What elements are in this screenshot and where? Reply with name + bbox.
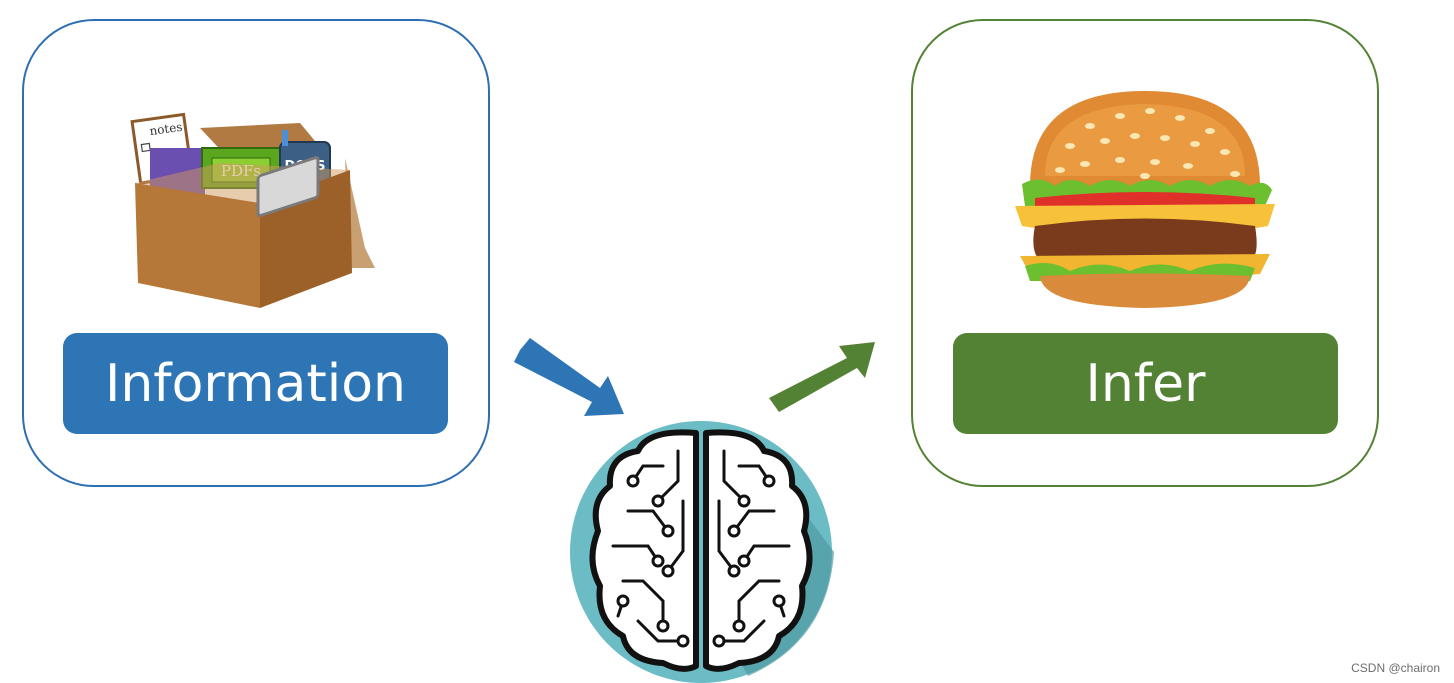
circuit-brain-icon [570,421,834,683]
burger-icon [1015,91,1275,308]
green-arrow-icon [769,342,875,412]
file-box-icon: notes PDFs DOCS [130,112,375,308]
information-label: Information [63,333,448,434]
watermark: CSDN @chairon [1351,661,1440,675]
blue-arrow-icon [514,338,624,416]
notes-text: notes [149,120,184,138]
infer-label: Infer [953,333,1338,434]
